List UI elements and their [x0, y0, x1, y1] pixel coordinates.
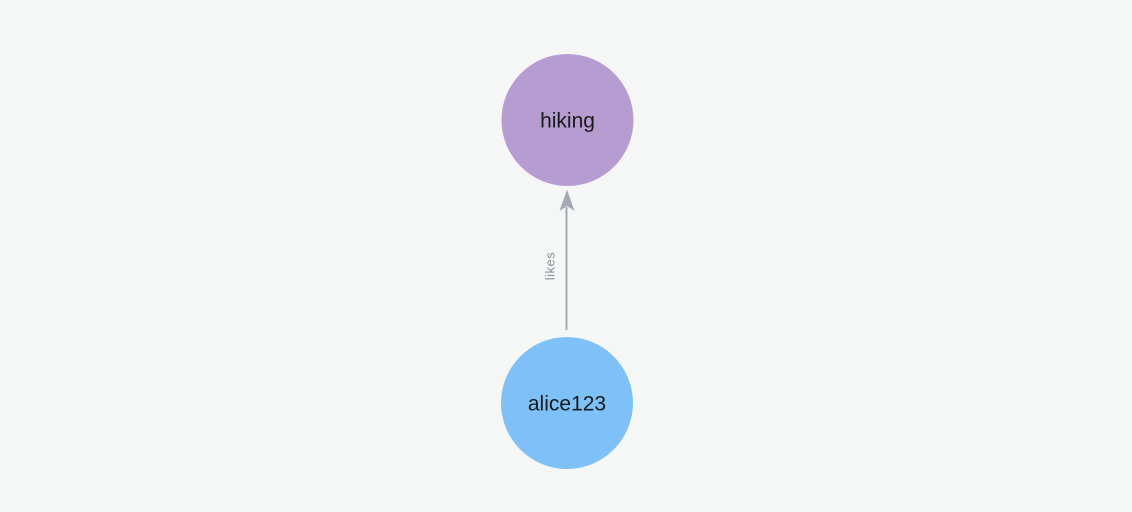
edge-label: likes	[543, 252, 558, 281]
node-label-hiking: hiking	[540, 109, 595, 132]
edge-likes: likes	[543, 189, 575, 330]
node-label-alice123: alice123	[528, 392, 606, 415]
node-hiking[interactable]: hiking	[501, 54, 634, 186]
node-alice123[interactable]: alice123	[501, 337, 633, 469]
node-circle-alice123[interactable]	[501, 337, 633, 469]
node-circle-hiking[interactable]	[501, 54, 634, 186]
edge-arrowhead-icon	[559, 189, 575, 211]
